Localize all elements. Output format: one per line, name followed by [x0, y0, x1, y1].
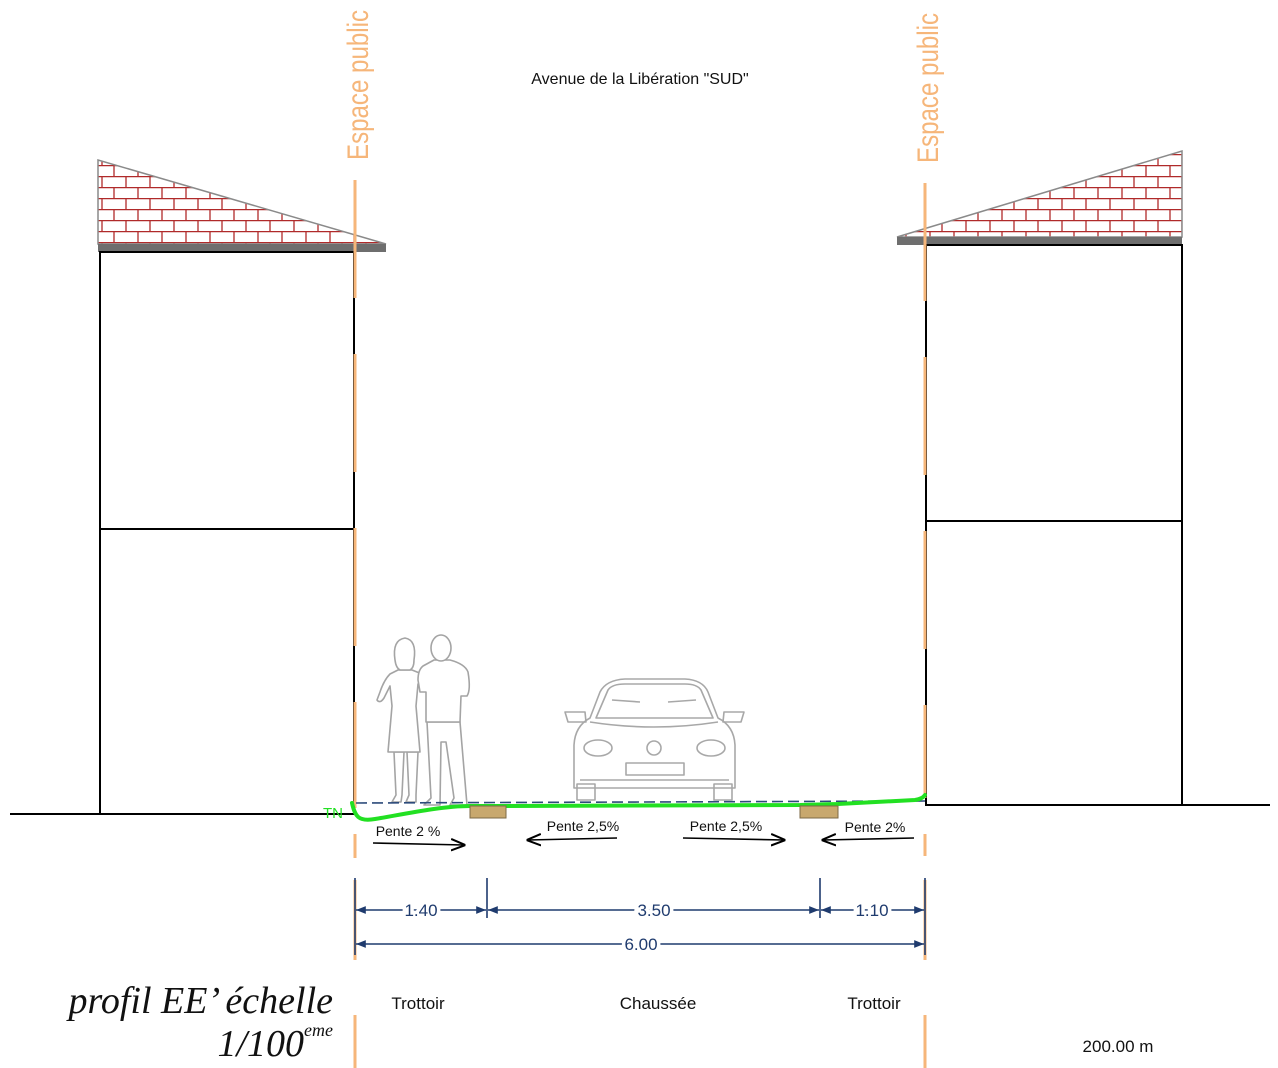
car-figure — [564, 678, 745, 801]
dimension-lines: 1.40 3.50 1.10 6.00 — [354, 878, 926, 958]
zone-label-left-sidewalk: Trottoir — [391, 994, 445, 1013]
profile-title: Avenue de la Libération "SUD" — [531, 71, 748, 88]
man-figure — [417, 634, 471, 806]
project-grade-line — [355, 800, 926, 804]
slope-label: Pente 2% — [845, 819, 906, 835]
left-public-space-label: Espace public — [342, 10, 375, 160]
terrain-label: TN — [323, 805, 343, 822]
left-roof-tiles — [97, 159, 387, 245]
slope-arrow-right — [372, 843, 464, 845]
left-building — [97, 159, 387, 815]
slope-label: Pente 2 % — [376, 823, 441, 839]
left-roof-slab — [98, 244, 386, 252]
right-building-facade — [925, 244, 1183, 806]
dimension-value: 1.10 — [855, 901, 888, 920]
left-building-facade — [99, 251, 355, 815]
woman-figure — [376, 637, 427, 803]
right-public-space-label: Espace public — [912, 13, 945, 163]
slope-arrow-left — [528, 838, 618, 840]
dimension-value: 3.50 — [637, 901, 670, 920]
zone-label-right-sidewalk: Trottoir — [847, 994, 901, 1013]
left-curb — [469, 805, 507, 819]
scale-note: 200.00 m — [1083, 1037, 1154, 1056]
dimension-total-value: 6.00 — [624, 935, 657, 954]
right-roof-slab — [897, 237, 1182, 245]
caption-line-1: profil EE’ échelle — [66, 980, 334, 1022]
slope-label: Pente 2,5% — [547, 818, 619, 834]
slope-arrow-left — [823, 838, 915, 840]
caption-scale: 1/100 — [217, 1023, 304, 1065]
right-curb — [799, 805, 839, 819]
dimension-value: 1.40 — [404, 901, 437, 920]
caption-line-2: 1/100eme — [217, 1020, 333, 1065]
pedestrians-figure — [376, 634, 471, 806]
right-building — [896, 149, 1183, 806]
slope-arrow-right — [682, 838, 784, 840]
natural-terrain-line — [350, 793, 927, 822]
slope-label: Pente 2,5% — [690, 818, 762, 834]
caption-scale-superscript: eme — [304, 1020, 333, 1040]
zone-label-roadway: Chaussée — [620, 994, 697, 1013]
